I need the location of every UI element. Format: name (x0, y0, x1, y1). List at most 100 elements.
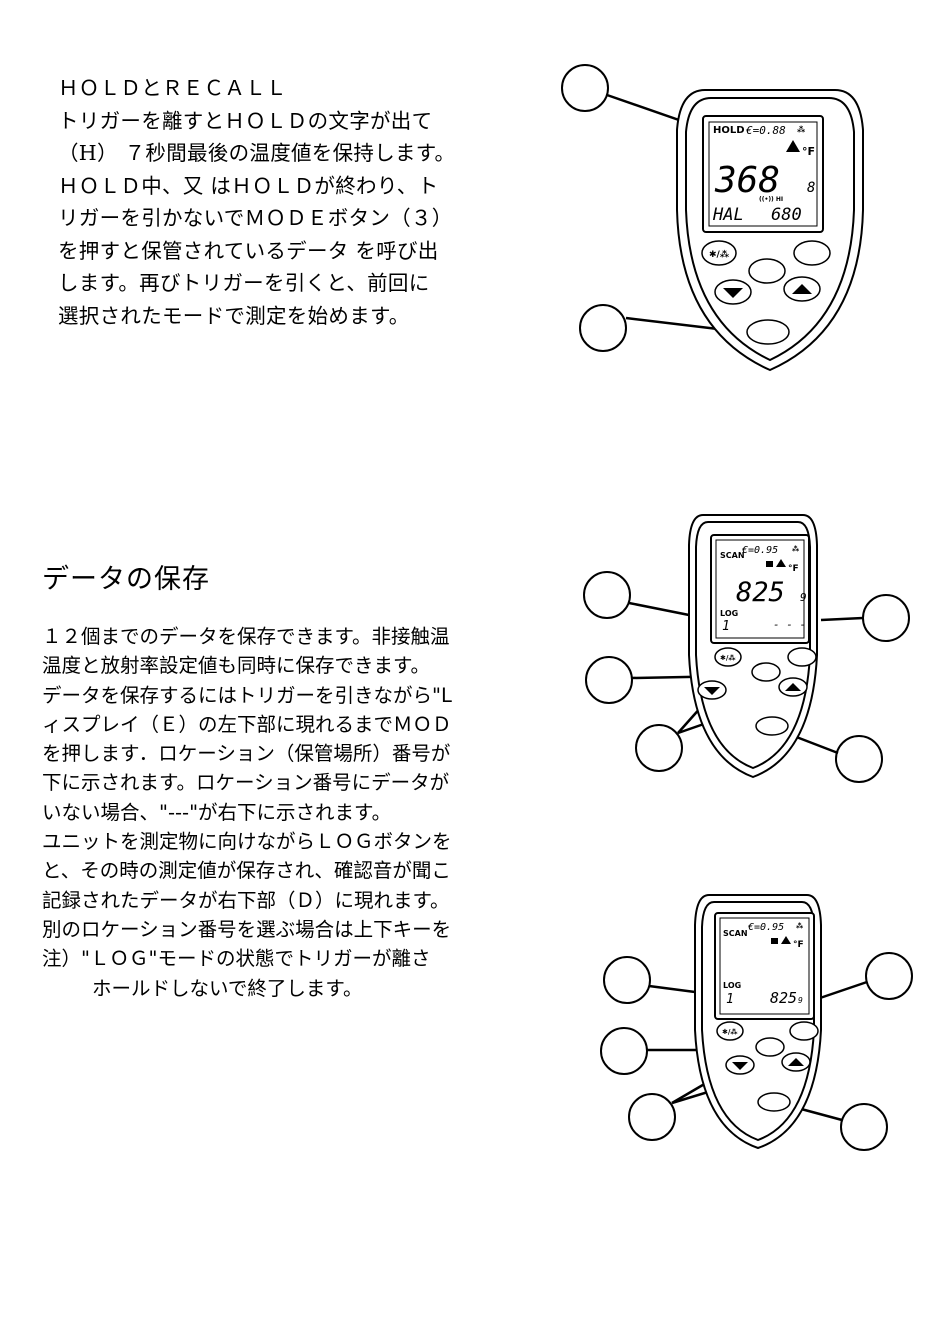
lcd-location: 1 (726, 992, 734, 1007)
callout-circle (600, 1027, 648, 1075)
hold-text-line: ＨＯＬＤ中、又 はＨＯＬＤが終わり、ト (58, 173, 439, 198)
lcd-bottom-left: HAL (712, 205, 744, 225)
callout-circle (635, 724, 683, 772)
save-text-line: ィスプレイ（Ｅ）の左下部に現れるまでＭＯＤ (42, 712, 452, 736)
top-right-button[interactable] (787, 647, 817, 667)
hold-text-line: （H） ７秒間最後の温度値を保持します。 (58, 141, 456, 165)
lcd-emissivity: €=0.88 (745, 124, 786, 137)
callout-circle (628, 1093, 676, 1141)
lcd-unit: °F (788, 564, 799, 574)
device-illustration-hold: HOLD €=0.88 ⁂ °F 368 8 ((•)) HI HAL 680 … (561, 64, 864, 372)
log-button[interactable] (757, 1092, 791, 1112)
callout-circle (603, 956, 651, 1004)
laser-light-icon: ⁂ (792, 544, 800, 553)
device-illustration-log-stored: SCAN €=0.95 ⁂ °F LOG 1 825 9 ✱/⁂ (600, 894, 913, 1151)
lcd-stored-value: - - - (773, 618, 806, 631)
callout-circle (583, 571, 631, 619)
log-button[interactable] (746, 319, 790, 345)
up-button[interactable] (783, 276, 821, 302)
down-button[interactable] (697, 680, 727, 700)
save-text-line: ホールドしないで終了します。 (92, 976, 363, 1000)
lcd-log-label: LOG (723, 981, 741, 990)
save-text-line: データを保存するにはトリガーを引きながら"L (42, 683, 452, 707)
down-arrow-icon (732, 1062, 748, 1070)
save-text-line: 注）"ＬＯＧ"モードの状態でトリガーが離さ (42, 947, 431, 971)
save-text-line: いない場合、"---"が右下に示されます。 (42, 800, 392, 824)
lcd-stored-decimal: 9 (798, 996, 803, 1005)
save-text-line: を押します．ロケーション（保管場所）番号が (42, 742, 451, 766)
svg-text:⁂: ⁂ (797, 124, 806, 134)
laser-light-icon: ⁂ (796, 921, 804, 930)
save-text-line: 記録されたデータが右下部（Ｄ）に現れます。 (42, 888, 450, 912)
down-arrow-icon (723, 288, 743, 298)
hold-title: ＨＯＬＤとＲＥＣＡＬＬ (58, 76, 287, 100)
save-text-line: 下に示されます。ロケーション番号にデータが (42, 771, 450, 795)
save-text-line: 温度と放射率設定値も同時に保存できます。 (42, 654, 431, 678)
lcd-reading-decimal: 8 (807, 180, 815, 196)
callout-circle (561, 64, 609, 112)
save-text-line: １２個までのデータを保存できます。非接触温 (42, 625, 450, 648)
laser-light-button[interactable]: ✱/⁂ (701, 240, 737, 266)
top-right-button[interactable] (793, 240, 831, 266)
lcd-unit: °F (793, 940, 804, 950)
hold-text-line: します。再びトリガーを引くと、前回に (58, 271, 430, 295)
lcd-signal: ((•)) HI (759, 196, 783, 203)
lcd-unit: °F (802, 145, 815, 158)
alarm-triangle-icon (786, 140, 800, 152)
lcd-bottom-right: 680 (771, 205, 802, 225)
up-button[interactable] (781, 1052, 811, 1072)
save-text-line: ユニットを測定物に向けながらＬＯＧボタンを (42, 830, 452, 854)
device-illustration-log-empty: SCAN €=0.95 ⁂ °F 825 9 LOG 1 - - - ✱/⁂ (583, 514, 910, 783)
down-button[interactable] (714, 279, 752, 305)
mode-button[interactable] (751, 662, 781, 682)
lcd-reading: 825 (736, 577, 785, 608)
hold-text-line: リガーを引かないでＭＯＤＥボタン（３） (58, 206, 453, 230)
lcd-screen (719, 917, 810, 1015)
save-section-heading: データの保存 (42, 564, 210, 595)
lcd-emissivity: €=0.95 (747, 922, 784, 933)
lcd-mode: SCAN (723, 929, 748, 938)
callout-circle (865, 952, 913, 1000)
up-arrow-icon (792, 284, 812, 294)
hold-recall-section: ＨＯＬＤとＲＥＣＡＬＬ トリガーを離すとＨＯＬＤの文字が出て （H） ７秒間最後… (58, 72, 528, 332)
callout-circle (585, 656, 633, 704)
callout-circle (862, 594, 910, 642)
up-arrow-icon (788, 1058, 804, 1066)
callout-circle (579, 304, 627, 352)
lcd-reading-decimal: 9 (800, 591, 807, 604)
alarm-triangle-icon (776, 559, 786, 567)
down-arrow-icon (704, 687, 720, 695)
laser-light-icon: ⁂ (797, 124, 806, 134)
lcd-reading: 368 (714, 160, 780, 201)
top-right-button[interactable] (789, 1021, 819, 1041)
up-arrow-icon (785, 683, 801, 691)
mode-button[interactable] (755, 1037, 785, 1057)
save-section-body: １２個までのデータを保存できます。非接触温 温度と放射率設定値も同時に保存できま… (42, 622, 554, 1022)
lcd-location: 1 (722, 619, 730, 634)
callout-circle (835, 735, 883, 783)
svg-text:✱/⁂: ✱/⁂ (709, 249, 730, 260)
laser-light-button[interactable]: ✱/⁂ (716, 1021, 744, 1041)
lcd-screen (708, 121, 818, 227)
save-text-line: と、その時の測定値が保存され、確認音が聞こ (42, 859, 451, 883)
lcd-screen (715, 539, 805, 639)
svg-text:✱/⁂: ✱/⁂ (720, 653, 736, 662)
lcd-emissivity: €=0.95 (741, 545, 778, 556)
hold-text-line: 選択されたモードで測定を始めます。 (58, 303, 410, 328)
hold-text-line: を押すと保管されているデータ を呼び出 (58, 238, 439, 263)
mode-button[interactable] (748, 258, 786, 284)
lcd-log-label: LOG (720, 609, 738, 618)
callout-leader (819, 980, 868, 1000)
callout-circle (840, 1103, 888, 1151)
lcd-mode: SCAN (720, 551, 745, 560)
callout-leader (820, 616, 864, 622)
up-button[interactable] (778, 677, 808, 697)
hold-text-line: トリガーを離すとＨＯＬＤの文字が出て (58, 108, 433, 133)
lock-icon (766, 561, 773, 567)
laser-light-button[interactable]: ✱/⁂ (714, 647, 742, 667)
log-button[interactable] (755, 716, 789, 736)
down-button[interactable] (725, 1055, 755, 1075)
lcd-stored-value: 825 (770, 989, 797, 1007)
alarm-triangle-icon (781, 936, 791, 944)
svg-text:✱/⁂: ✱/⁂ (722, 1027, 738, 1036)
